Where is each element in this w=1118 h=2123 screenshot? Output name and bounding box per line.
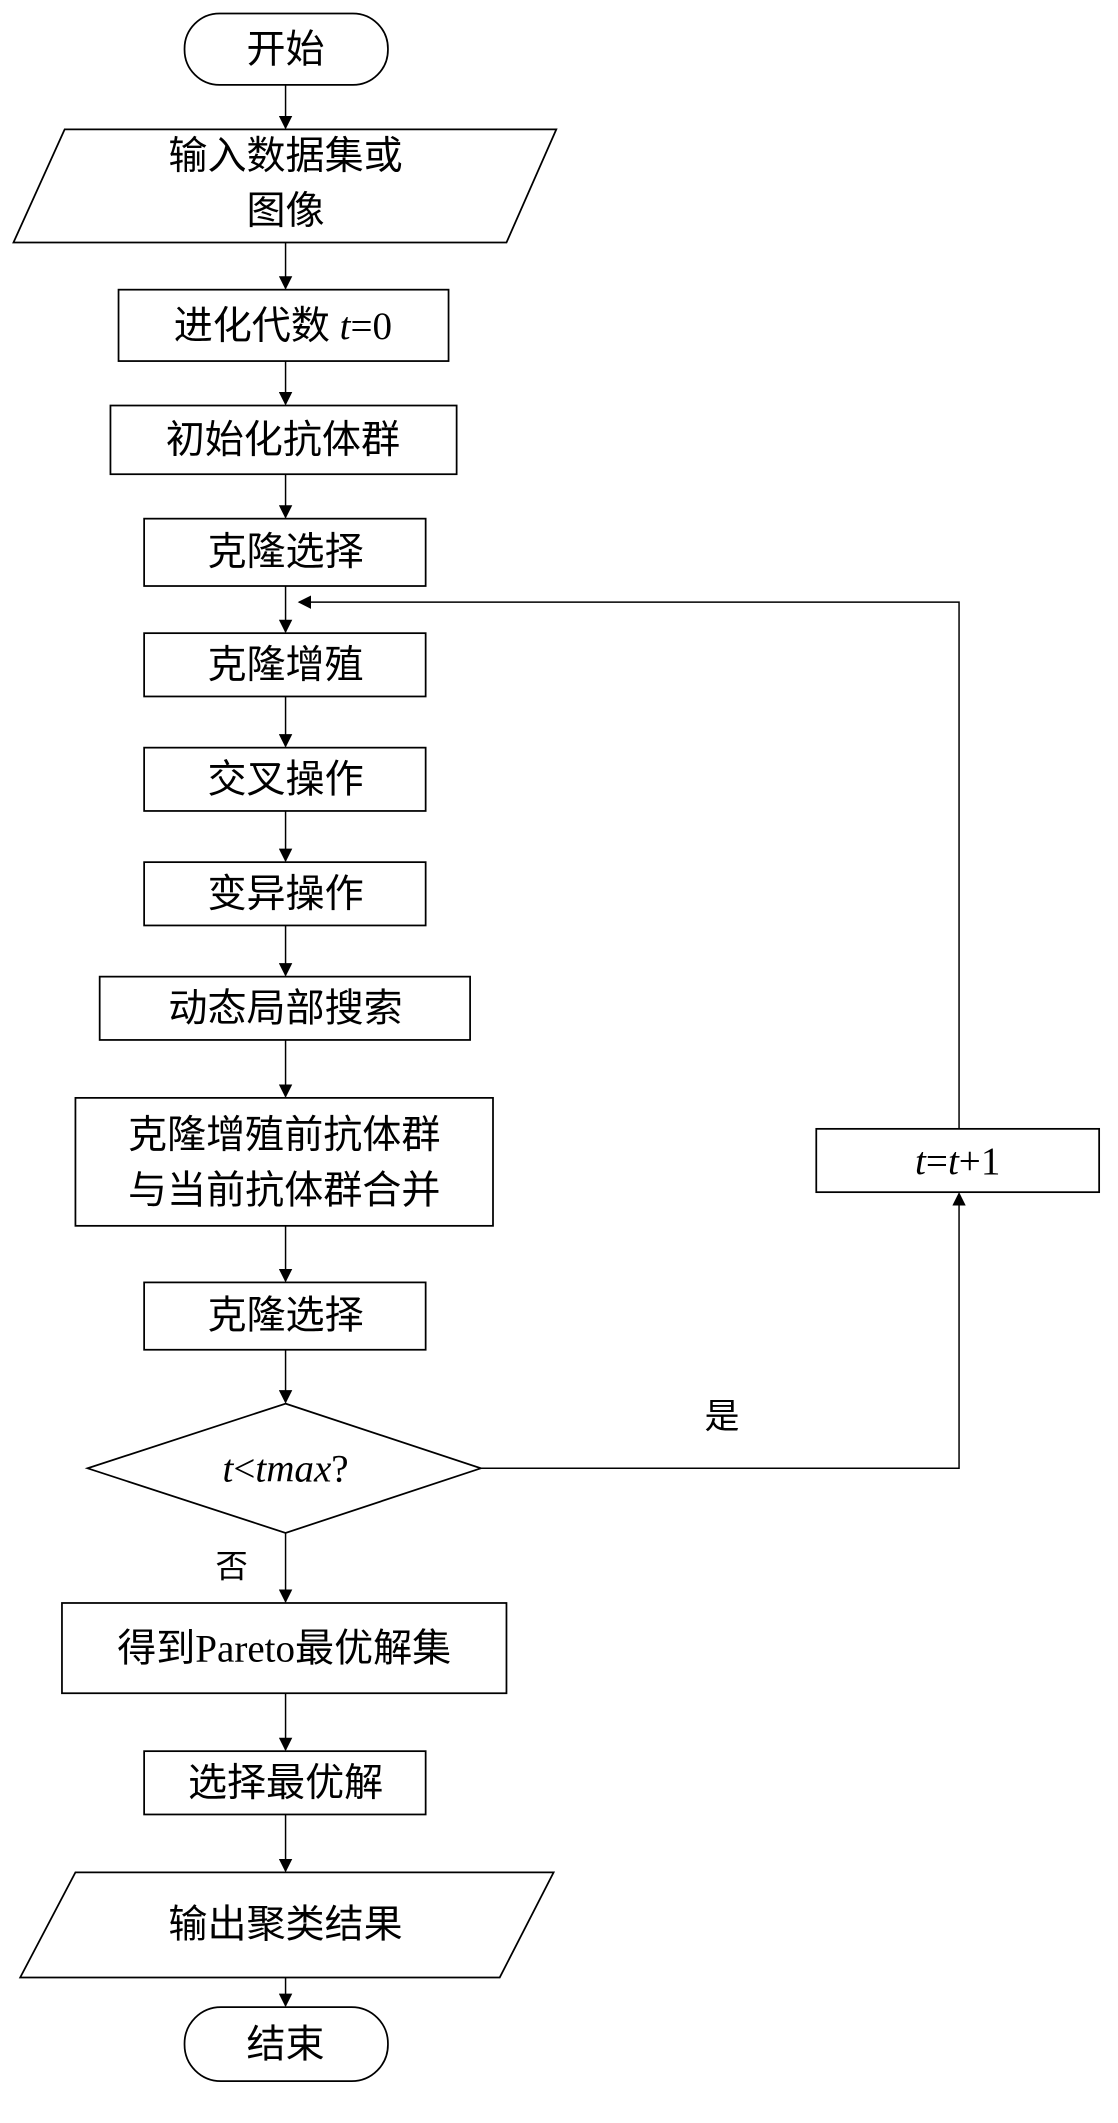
no-label: 否 [216,1549,248,1585]
node-start: 开始 [183,12,389,86]
node-mutation: 变异操作 [143,861,427,927]
local-search-label: 动态局部搜索 [168,987,402,1030]
output-label: 输出聚类结果 [168,1903,402,1946]
node-input: 输入数据集或 图像 [12,128,558,244]
merge-label-line1: 克隆增殖前抗体群 [128,1114,440,1157]
node-increment: t=t+1 [815,1127,1101,1194]
select-best-label: 选择最优解 [188,1762,383,1805]
input-label-line1: 输入数据集或 [168,135,402,178]
clone-select-1-label: 克隆选择 [207,531,363,574]
decision-label: t<tmax? [222,1447,348,1490]
node-local-search: 动态局部搜索 [98,975,471,1041]
node-end: 结束 [183,2006,389,2083]
node-init-generation: 进化代数 t=0 [117,288,450,362]
clone-proliferation-label: 克隆增殖 [207,644,363,687]
pareto-label: 得到Pareto最优解集 [117,1627,451,1670]
node-clone-select-2: 克隆选择 [143,1281,427,1351]
node-clone-select-1: 克隆选择 [143,517,427,587]
increment-label: t=t+1 [915,1140,1000,1183]
clone-select-2-label: 克隆选择 [207,1295,363,1338]
init-population-label: 初始化抗体群 [166,419,400,462]
init-generation-label: 进化代数 t=0 [174,305,392,348]
input-label-line2: 图像 [247,190,325,233]
node-crossover: 交叉操作 [143,746,427,812]
mutation-label: 变异操作 [207,873,363,916]
end-label: 结束 [247,2023,325,2066]
arrow-loop-back [297,595,960,1129]
node-output: 输出聚类结果 [18,1871,556,1979]
start-label: 开始 [247,28,325,71]
node-merge: 克隆增殖前抗体群 与当前抗体群合并 [74,1096,494,1227]
connectors [278,84,966,2008]
node-init-population: 初始化抗体群 [109,404,458,476]
merge-label-line2: 与当前抗体群合并 [128,1169,440,1212]
crossover-label: 交叉操作 [207,758,363,801]
node-clone-proliferation: 克隆增殖 [143,632,427,698]
node-pareto: 得到Pareto最优解集 [61,1602,508,1695]
node-select-best: 选择最优解 [143,1750,427,1816]
arrow-yes-increment [480,1192,966,1470]
node-decision: t<tmax? [84,1402,484,1534]
yes-label: 是 [704,1398,739,1437]
